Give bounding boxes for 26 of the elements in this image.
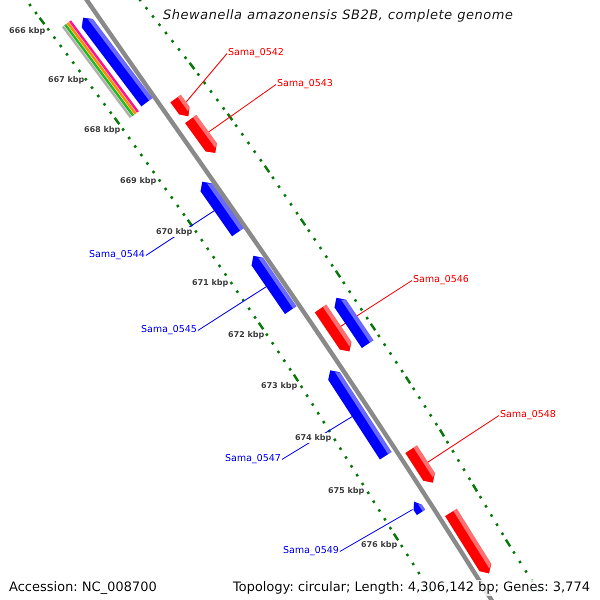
leader-line [427,415,500,463]
scale-label: 666 kbp [9,26,46,36]
leader-line [197,286,267,331]
scale-label: 671 kbp [192,278,228,288]
scale-label: 668 kbp [84,125,120,135]
scale-label: 673 kbp [261,381,298,391]
gene-label: Sama_0546 [413,273,469,286]
scale-label: 667 kbp [48,75,84,85]
gene-label: Sama_0545 [141,323,197,336]
scale-label: 672 kbp [228,330,264,340]
gene-label: Sama_0549 [283,544,339,557]
scale-label: 674 kbp [295,433,332,443]
gene-label: Sama_0544 [89,248,145,261]
scale-label: 669 kbp [120,176,156,186]
scale-label: 670 kbp [156,227,192,237]
leader-line [186,53,228,102]
gene-label: Sama_0548 [500,408,556,421]
gene-label: Sama_0547 [225,452,281,465]
footer-text: Topology: circular; Length: 4,306,142 bp; Genes: 3,774 [230,580,592,596]
scale-label: 675 kbp [328,486,364,496]
scale-label: 676 kbp [361,540,398,550]
footer-text: Accession: NC_008700 [7,580,159,596]
leader-line [208,84,276,132]
leader-line [339,509,414,552]
gene-label: Sama_0542 [228,46,284,59]
gene-label: Sama_0543 [277,77,333,90]
